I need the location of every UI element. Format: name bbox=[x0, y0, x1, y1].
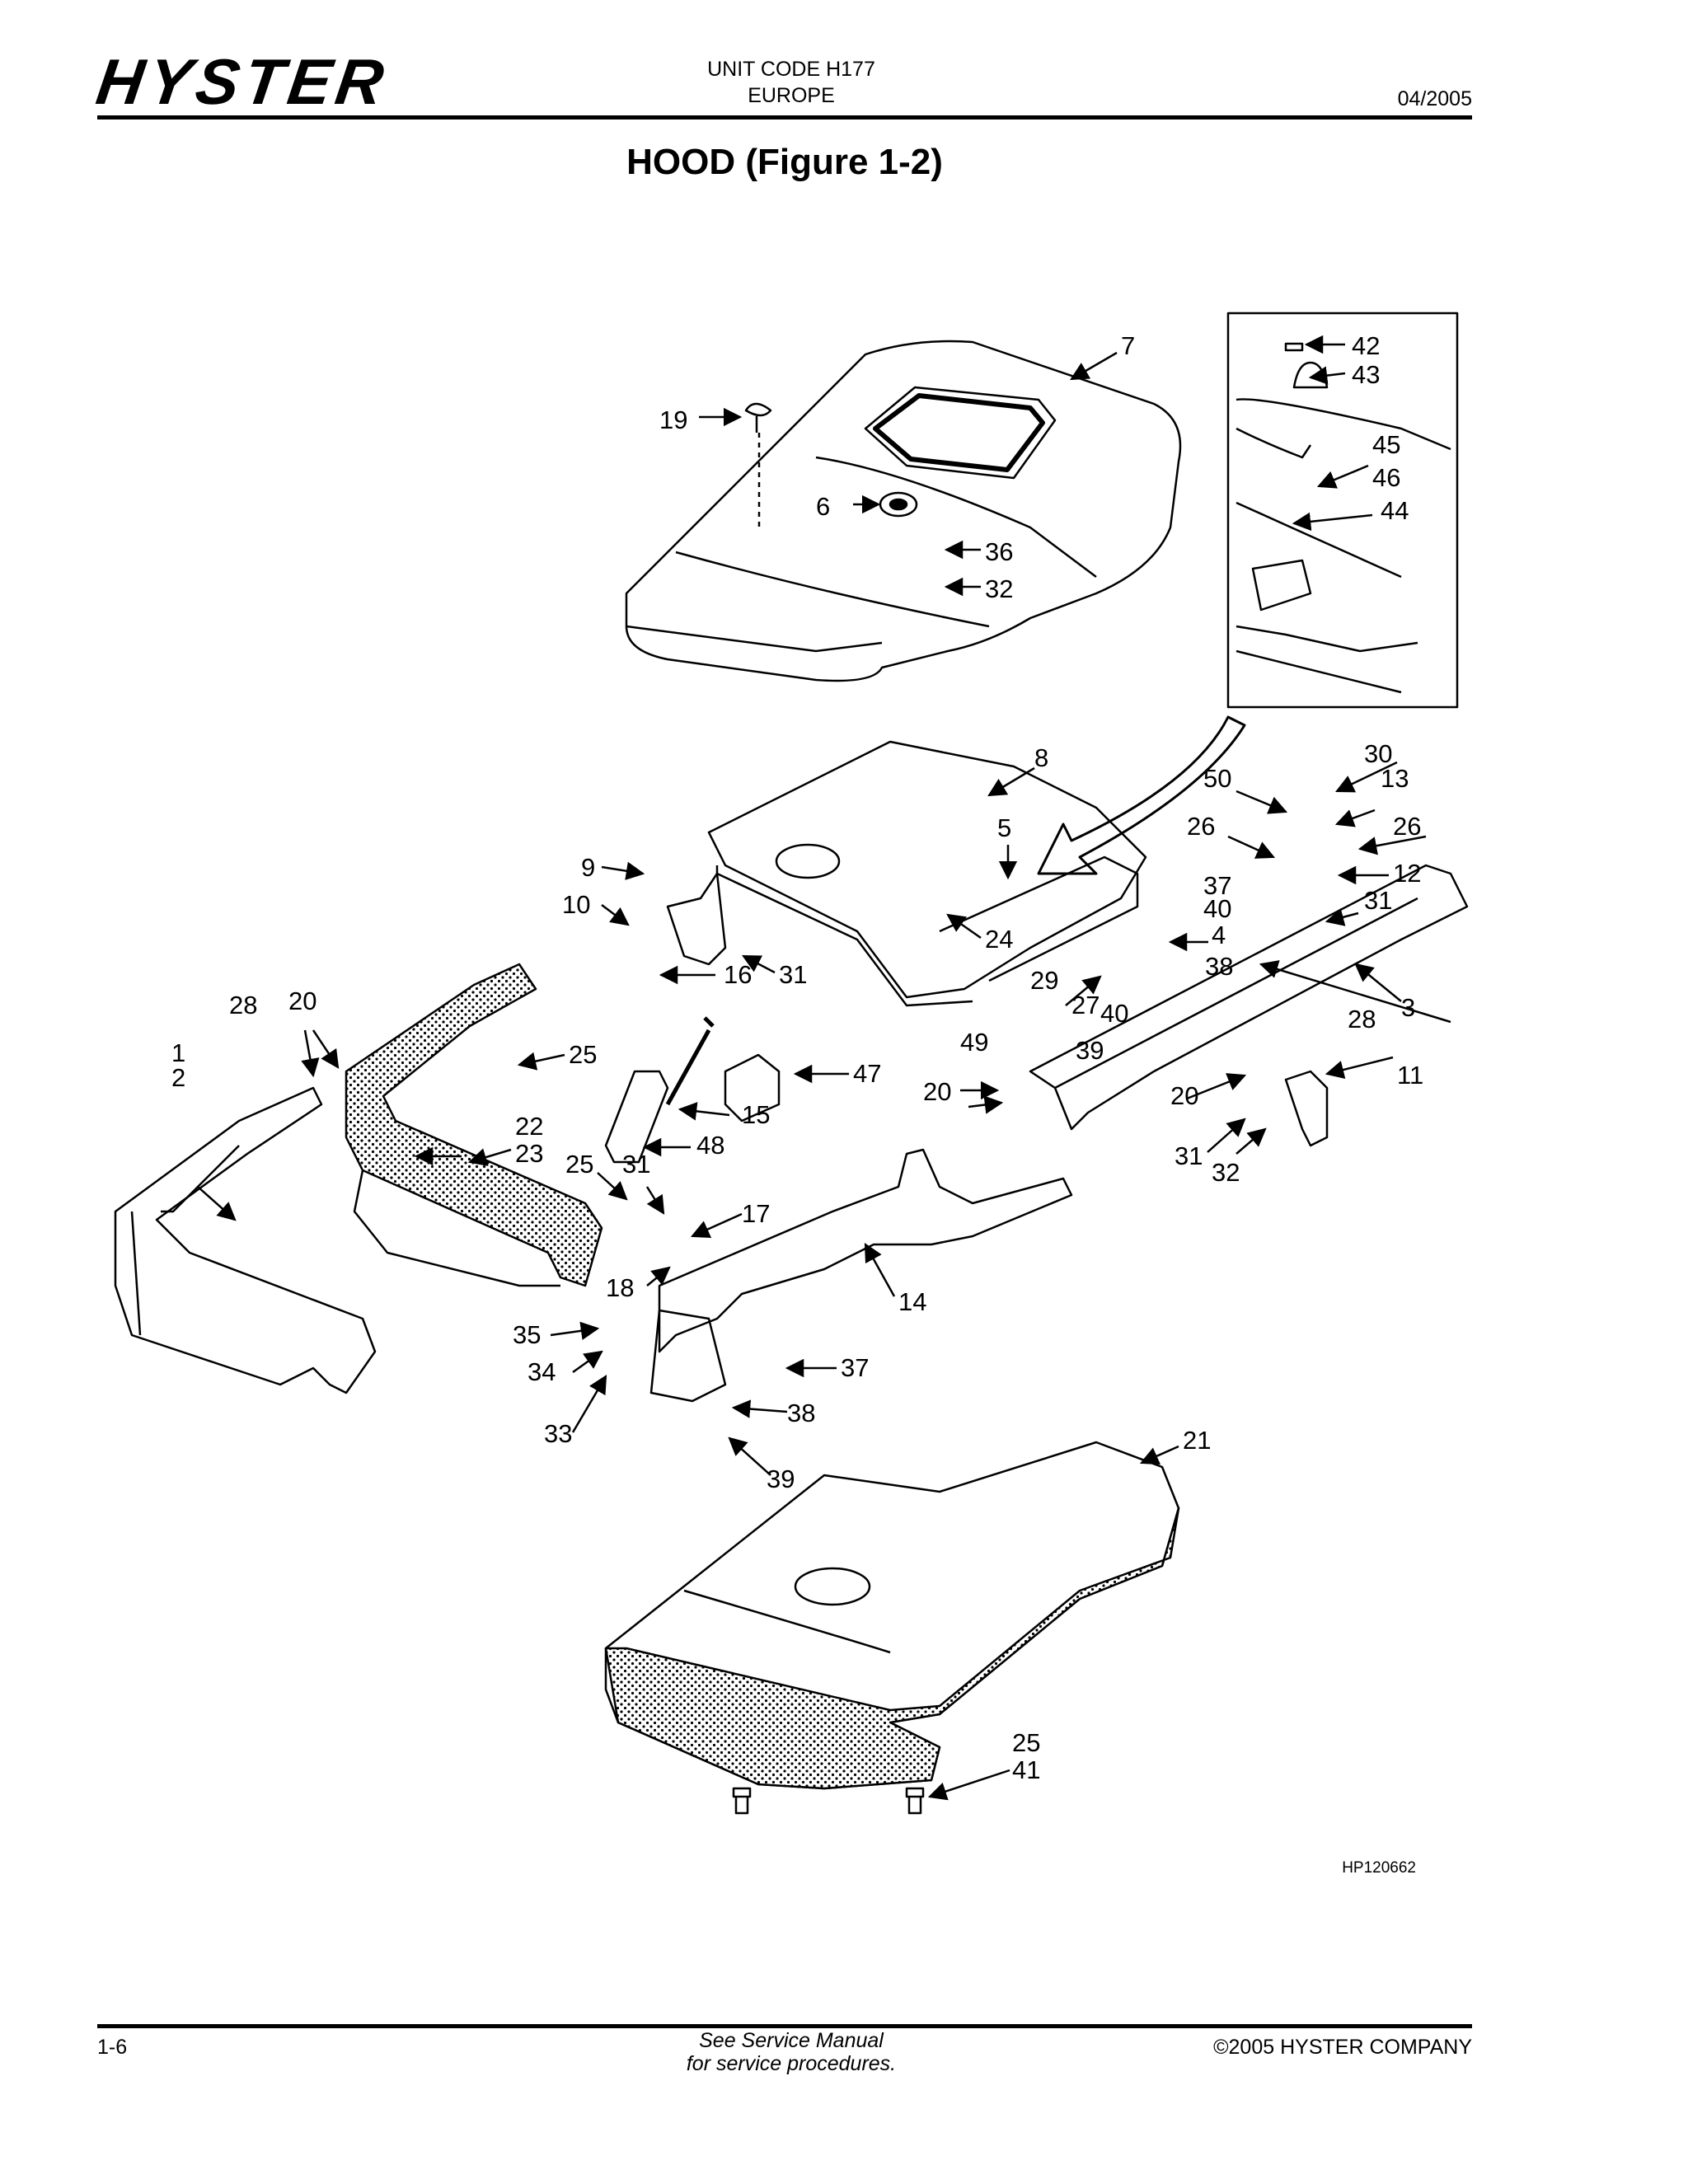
callout-42: 42 bbox=[1352, 331, 1380, 360]
callout-16: 16 bbox=[724, 960, 752, 989]
callout-24: 24 bbox=[985, 925, 1013, 954]
callout-6: 6 bbox=[816, 492, 830, 521]
region: EUROPE bbox=[748, 84, 835, 107]
callout-43: 43 bbox=[1352, 360, 1380, 389]
callout-15: 15 bbox=[742, 1100, 770, 1129]
inner-panel bbox=[707, 740, 1147, 999]
callout-31: 31 bbox=[622, 1150, 650, 1179]
callout-2: 2 bbox=[171, 1063, 185, 1092]
callout-19: 19 bbox=[659, 405, 687, 434]
callout-34: 34 bbox=[528, 1357, 556, 1386]
footer-rule bbox=[97, 2024, 1472, 2028]
bracket-11 bbox=[1284, 1070, 1329, 1147]
callout-23: 23 bbox=[515, 1139, 543, 1168]
callout-48: 48 bbox=[696, 1131, 724, 1160]
callout-31: 31 bbox=[1175, 1141, 1203, 1170]
footer-note: See Service Manual for service procedure… bbox=[577, 2029, 1006, 2075]
callout-20: 20 bbox=[923, 1077, 951, 1106]
callout-4: 4 bbox=[1212, 921, 1226, 949]
cross-member bbox=[658, 1148, 1073, 1353]
callout-25: 25 bbox=[1012, 1728, 1040, 1757]
detail-inset bbox=[1226, 312, 1459, 709]
side-rail bbox=[1029, 864, 1469, 1131]
callout-7: 7 bbox=[1121, 331, 1135, 360]
callout-32: 32 bbox=[985, 574, 1013, 603]
callout-25: 25 bbox=[569, 1040, 597, 1069]
callout-21: 21 bbox=[1183, 1426, 1211, 1455]
callout-9: 9 bbox=[581, 853, 595, 882]
callout-37: 37 bbox=[841, 1353, 869, 1382]
callout-1: 1 bbox=[171, 1038, 185, 1067]
unit-code: UNIT CODE H177 bbox=[707, 58, 875, 81]
callout-10: 10 bbox=[562, 890, 590, 919]
header-rule bbox=[97, 115, 1472, 120]
page-number: 1-6 bbox=[97, 2036, 128, 2059]
callout-36: 36 bbox=[985, 537, 1013, 566]
callout-44: 44 bbox=[1381, 496, 1409, 525]
callout-39: 39 bbox=[1076, 1036, 1104, 1065]
bracket-47 bbox=[724, 1053, 781, 1122]
callout-18: 18 bbox=[606, 1273, 634, 1302]
callout-49: 49 bbox=[960, 1028, 988, 1057]
callout-33: 33 bbox=[544, 1419, 572, 1448]
callout-38: 38 bbox=[1205, 952, 1233, 981]
callout-35: 35 bbox=[513, 1320, 541, 1349]
callout-39: 39 bbox=[767, 1465, 795, 1493]
callout-25: 25 bbox=[565, 1150, 593, 1179]
spring-cover-48 bbox=[604, 1070, 669, 1164]
figure-reference: HP120662 bbox=[1342, 1859, 1416, 1877]
callout-22: 22 bbox=[515, 1112, 543, 1141]
footer-note-line2: for service procedures. bbox=[686, 2052, 897, 2075]
callout-20: 20 bbox=[1170, 1081, 1198, 1110]
callout-11: 11 bbox=[1397, 1061, 1423, 1090]
callout-41: 41 bbox=[1012, 1755, 1040, 1784]
footer-note-line1: See Service Manual bbox=[699, 2029, 884, 2052]
callout-26: 26 bbox=[1187, 812, 1215, 841]
callout-28: 28 bbox=[1348, 1005, 1376, 1033]
callout-40: 40 bbox=[1100, 999, 1128, 1028]
callout-27: 27 bbox=[1071, 991, 1100, 1019]
left-side-panel bbox=[345, 963, 603, 1287]
hood-top-panel bbox=[625, 340, 1182, 682]
callout-31: 31 bbox=[1364, 886, 1392, 915]
callout-37: 37 bbox=[1203, 871, 1231, 900]
front-bumper-panel bbox=[114, 1086, 377, 1394]
callout-46: 46 bbox=[1372, 463, 1400, 492]
callout-40: 40 bbox=[1203, 894, 1231, 923]
callout-8: 8 bbox=[1034, 743, 1048, 772]
callout-45: 45 bbox=[1372, 430, 1400, 459]
callout-3: 3 bbox=[1401, 993, 1415, 1022]
inset-pointer-arrow bbox=[1037, 715, 1246, 875]
page-title: HOOD (Figure 1-2) bbox=[626, 142, 943, 182]
callout-28: 28 bbox=[229, 991, 257, 1019]
callout-50: 50 bbox=[1203, 764, 1231, 793]
knob-19 bbox=[744, 402, 772, 433]
callout-29: 29 bbox=[1030, 966, 1058, 995]
callout-26: 26 bbox=[1393, 812, 1421, 841]
callout-12: 12 bbox=[1393, 859, 1421, 888]
copyright: ©2005 HYSTER COMPANY bbox=[1213, 2036, 1472, 2059]
callout-13: 13 bbox=[1381, 764, 1409, 793]
hood-opening bbox=[864, 386, 1057, 480]
callout-17: 17 bbox=[742, 1199, 770, 1228]
callout-31: 31 bbox=[779, 960, 807, 989]
callout-30: 30 bbox=[1364, 739, 1392, 768]
revision-date: 04/2005 bbox=[1397, 87, 1472, 110]
callout-38: 38 bbox=[787, 1399, 815, 1427]
callout-32: 32 bbox=[1212, 1158, 1240, 1187]
callout-14: 14 bbox=[898, 1287, 926, 1316]
callout-47: 47 bbox=[853, 1059, 881, 1088]
callout-20: 20 bbox=[288, 987, 316, 1015]
gas-spring bbox=[665, 1016, 715, 1106]
callout-5: 5 bbox=[997, 813, 1011, 842]
